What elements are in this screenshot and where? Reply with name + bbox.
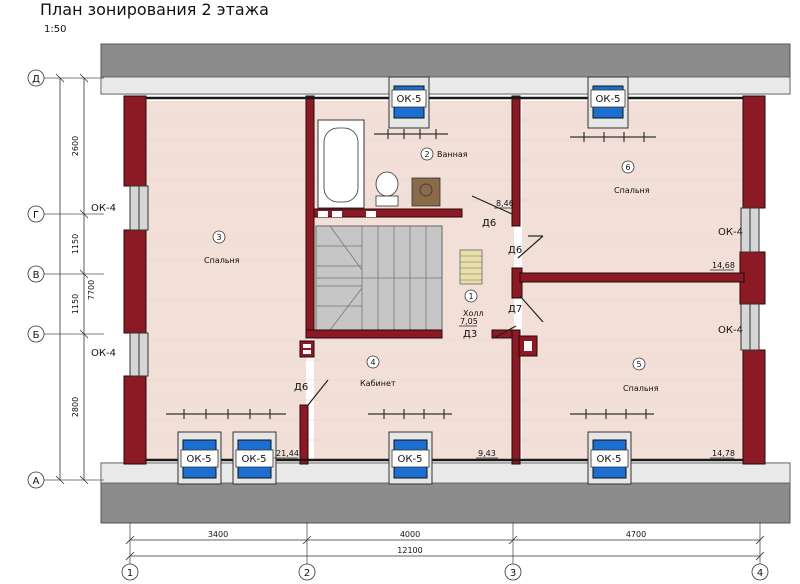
- dim-left-2: 1150: [71, 234, 80, 254]
- axis-label-4: 4: [757, 568, 763, 579]
- staircase: [315, 225, 443, 331]
- wall-int-2-lower: [299, 404, 309, 465]
- room-5-name: Спальня: [623, 384, 659, 393]
- toilet-icon: [375, 171, 399, 207]
- axis-label-v: В: [33, 270, 40, 281]
- window-bottom-2: [232, 431, 277, 485]
- wall-int-2: [305, 95, 315, 337]
- window-top-2: [587, 76, 629, 129]
- bathtub-icon: [317, 119, 365, 209]
- axis-label-2: 2: [304, 568, 310, 579]
- walls: [123, 95, 766, 465]
- vent-ducts: [299, 211, 538, 358]
- room-2-name: Ванная: [437, 150, 468, 159]
- sink-icon: [411, 177, 441, 207]
- door-label-2: Д6: [508, 245, 522, 256]
- window-label-bottom-2: ОК-5: [242, 454, 267, 465]
- roof-windows: [177, 76, 632, 485]
- room-6-name: Спальня: [614, 186, 650, 195]
- room-3-name: Спальня: [204, 256, 240, 265]
- dim-bottom-1: 3400: [208, 530, 228, 539]
- wall-left-3: [123, 375, 147, 465]
- axis-label-3: 3: [510, 568, 516, 579]
- window-label-top-1: ОК-5: [397, 94, 422, 105]
- dim-bottom-2: 4000: [400, 530, 420, 539]
- wall-bath-bottom: [313, 208, 463, 218]
- room-3-number: 3: [216, 233, 221, 242]
- window-top-1: [388, 76, 430, 129]
- window-label-right-1: ОК-4: [718, 227, 743, 238]
- scale-label: 1:50: [44, 24, 67, 35]
- room-5-area: 14,78: [712, 449, 735, 458]
- wall-int-3-upper: [511, 95, 521, 227]
- dim-bottom-total: 12100: [397, 546, 422, 555]
- axis-label-b: Б: [33, 330, 40, 341]
- wall-right-3: [742, 349, 766, 465]
- hanger-rails: [166, 129, 656, 419]
- wall-windows: [129, 185, 760, 377]
- room-2-area: 8,46: [496, 199, 514, 208]
- wall-hall-right: [519, 272, 745, 283]
- room-6-number: 6: [625, 163, 630, 172]
- door-label-4: Д3: [463, 329, 477, 340]
- dim-left-total: 7700: [87, 280, 96, 300]
- axis-label-a: А: [33, 476, 40, 487]
- door-label-3: Д7: [508, 304, 522, 315]
- room-2-number: 2: [424, 150, 429, 159]
- wall-int-3-mid: [511, 267, 523, 299]
- door-swings: [307, 195, 544, 406]
- dim-left-4: 2800: [71, 397, 80, 417]
- attic-ladder-icon: [459, 249, 483, 285]
- floor-hatching: [146, 119, 745, 441]
- room-6-area: 14,68: [712, 261, 735, 270]
- door-label-1: Д6: [482, 218, 496, 229]
- wall-right-1: [742, 95, 766, 209]
- room-1-name: Холл: [463, 309, 484, 318]
- dim-left-1: 2600: [71, 136, 80, 156]
- room-4-area: 9,43: [478, 449, 496, 458]
- axis-lines: [44, 77, 761, 564]
- floor-left: [146, 101, 306, 460]
- room-4-name: Кабинет: [360, 379, 396, 388]
- axis-label-d: Д: [32, 74, 40, 85]
- window-bottom-3: [388, 431, 433, 485]
- room-1-number: 1: [468, 292, 473, 301]
- roof-top-inner: [100, 76, 791, 95]
- room-3-area: 21,44: [276, 449, 299, 458]
- wall-left-2: [123, 229, 147, 334]
- page-title: План зонирования 2 этажа: [40, 0, 269, 19]
- axis-label-g: Г: [33, 210, 39, 221]
- window-bottom-4: [587, 431, 632, 485]
- window-label-bottom-4: ОК-5: [597, 454, 622, 465]
- window-label-top-2: ОК-5: [596, 94, 621, 105]
- wall-stairs-bottom: [305, 329, 443, 339]
- room-4-number: 4: [370, 358, 375, 367]
- window-label-right-2: ОК-4: [718, 325, 743, 336]
- door-label-5: Д6: [294, 382, 308, 393]
- dimension-lines: [55, 73, 765, 561]
- axis-label-1: 1: [127, 568, 133, 579]
- dim-left-3: 1150: [71, 294, 80, 314]
- room-1-area: 7,05: [460, 317, 478, 326]
- window-label-bottom-3: ОК-5: [398, 454, 423, 465]
- room-5-number: 5: [636, 360, 641, 369]
- wall-left-1: [123, 95, 147, 187]
- dim-bottom-3: 4700: [626, 530, 646, 539]
- wall-int-3-lower: [511, 329, 521, 465]
- window-label-bottom-1: ОК-5: [187, 454, 212, 465]
- window-label-left-2: ОК-4: [91, 348, 116, 359]
- window-bottom-1: [177, 431, 222, 485]
- window-label-left-1: ОК-4: [91, 203, 116, 214]
